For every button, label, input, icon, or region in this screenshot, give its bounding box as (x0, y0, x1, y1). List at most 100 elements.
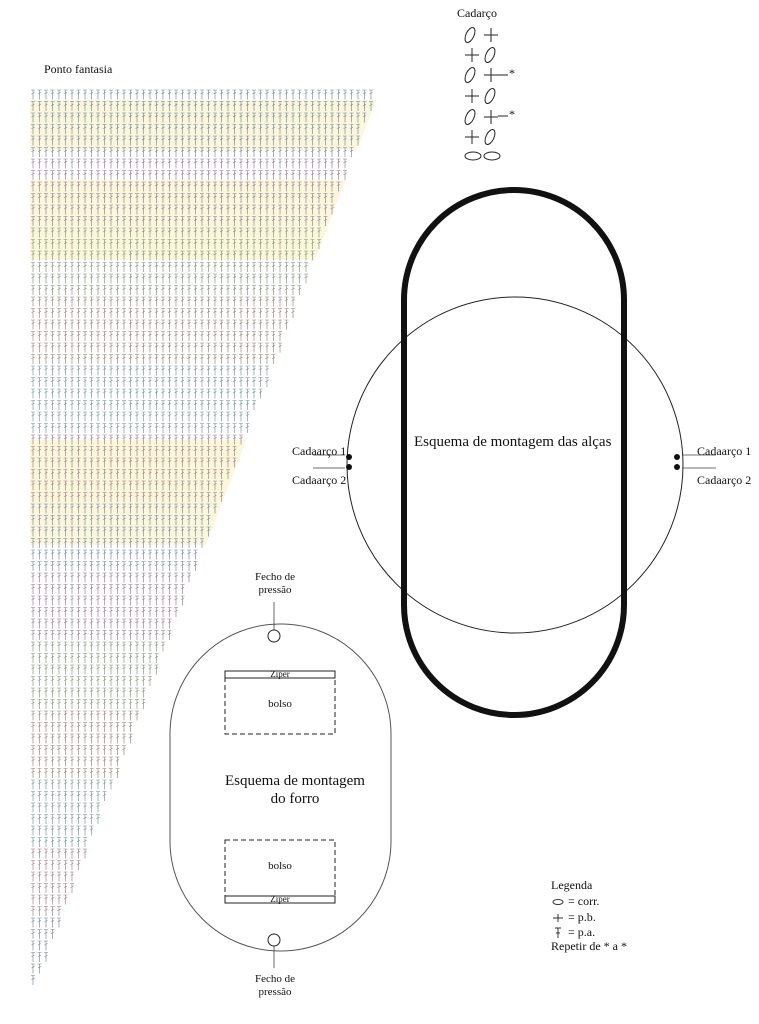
single-crochet-symbol (484, 110, 498, 124)
single-crochet-icon (553, 914, 563, 923)
lining-diagram-title: Esquema de montagem do forro (225, 773, 365, 807)
stitch-row (31, 561, 198, 571)
highlight-band (30, 100, 377, 150)
stitch-row (31, 607, 178, 617)
stitch-row (31, 216, 328, 226)
stitch-row (31, 273, 308, 284)
cord-dot-left-1 (346, 454, 352, 460)
stitch-row (31, 526, 211, 537)
stitch-row (31, 181, 341, 192)
stitch-row (31, 204, 334, 215)
stitch-row (31, 296, 295, 307)
stitch-rows (30, 89, 377, 985)
clasp-label-top: Fecho de pressão (254, 571, 295, 596)
stitch-row (31, 480, 224, 491)
stitch-row (31, 457, 237, 468)
stitch-row (31, 860, 81, 870)
zipper-bottom (224, 895, 336, 904)
stitch-row (31, 779, 113, 790)
pocket-label-top: bolso (268, 698, 292, 710)
stitch-row (31, 423, 250, 433)
stitch-row (31, 871, 74, 882)
stitch-row (31, 446, 237, 456)
stitch-row (31, 595, 185, 606)
stitch-row (31, 733, 133, 744)
lining-outline (169, 623, 392, 952)
stitch-row (31, 618, 172, 629)
stitch-row (31, 963, 42, 974)
stitch-row (31, 825, 94, 836)
stitch-row (31, 239, 321, 249)
stitch-row (31, 699, 146, 709)
cord-label-right-1: Cadaarço 1 (697, 444, 752, 458)
chain-stitch-symbol (484, 47, 496, 63)
chain-stitch-symbol (464, 27, 476, 43)
stitch-row (31, 572, 191, 583)
stitch-chart-title: Ponto fantasia (44, 62, 113, 76)
handle-loop (401, 187, 627, 718)
chain-stitch-symbol (483, 151, 501, 161)
stitch-row (31, 630, 172, 640)
stitch-row (31, 814, 100, 824)
zipper-top (224, 670, 336, 679)
single-crochet-symbol (484, 28, 498, 42)
stitch-row (31, 227, 321, 238)
stitch-row (31, 584, 185, 594)
cord-label-left-1: Cadaarço 1 (292, 444, 347, 458)
stitch-row (31, 170, 347, 180)
stitch-row (31, 319, 289, 330)
stitch-row (31, 147, 354, 157)
snap-clasp-bottom (267, 933, 281, 947)
zipper-label-top: Ziper (270, 669, 290, 679)
stitch-row (31, 503, 217, 514)
stitch-row (31, 515, 211, 525)
stitch-row (31, 756, 120, 767)
zipper-label-bottom: Ziper (270, 894, 290, 904)
stitch-row (31, 917, 61, 928)
cord-leader-right (682, 454, 716, 469)
stitch-row (31, 331, 282, 341)
stitch-row (31, 894, 68, 905)
clasp-label-bottom: Fecho de pressão (254, 973, 295, 998)
stitch-row (31, 952, 48, 962)
stitch-row (31, 158, 347, 169)
legend-note: Repetir de * a * (551, 939, 627, 953)
stitch-row (31, 975, 35, 985)
stitch-row (31, 365, 269, 376)
stitch-row (31, 768, 120, 778)
stitch-row (31, 883, 74, 893)
handles-diagram-title: Esquema de montagem das alças (414, 434, 612, 450)
double-crochet-icon (555, 927, 561, 939)
stitch-row (31, 676, 152, 686)
stitch-row (31, 906, 61, 916)
repeat-mark-2: * (509, 107, 515, 121)
stitch-row (31, 342, 282, 353)
stitch-row (31, 538, 204, 548)
stitch-row (31, 400, 256, 410)
cord-label-left-2: Cadaarço 2 (292, 473, 347, 487)
stitch-row (31, 929, 55, 939)
stitch-row (31, 250, 315, 261)
cord-chart-title: Cadarço (457, 6, 497, 20)
stitch-row (31, 354, 276, 364)
single-crochet-symbol (465, 48, 479, 62)
stitch-row (31, 377, 269, 387)
stitch-row (31, 492, 224, 502)
repeat-mark-1: * (509, 66, 515, 80)
chain-stitch-symbol (464, 151, 482, 161)
pocket-label-bottom: bolso (268, 860, 292, 872)
stitch-row (31, 802, 100, 813)
stitch-row (31, 193, 334, 203)
stitch-row (31, 745, 126, 755)
chain-stitch-symbol (484, 129, 496, 145)
legend-item-double-crochet: = p.a. (551, 925, 595, 940)
legend-title: Legenda (551, 878, 593, 892)
legend-item-chain: = corr. (551, 894, 599, 909)
chain-stitch-symbol (464, 67, 476, 83)
cord-label-right-2: Cadaarço 2 (697, 473, 752, 487)
stitch-row (31, 89, 373, 100)
